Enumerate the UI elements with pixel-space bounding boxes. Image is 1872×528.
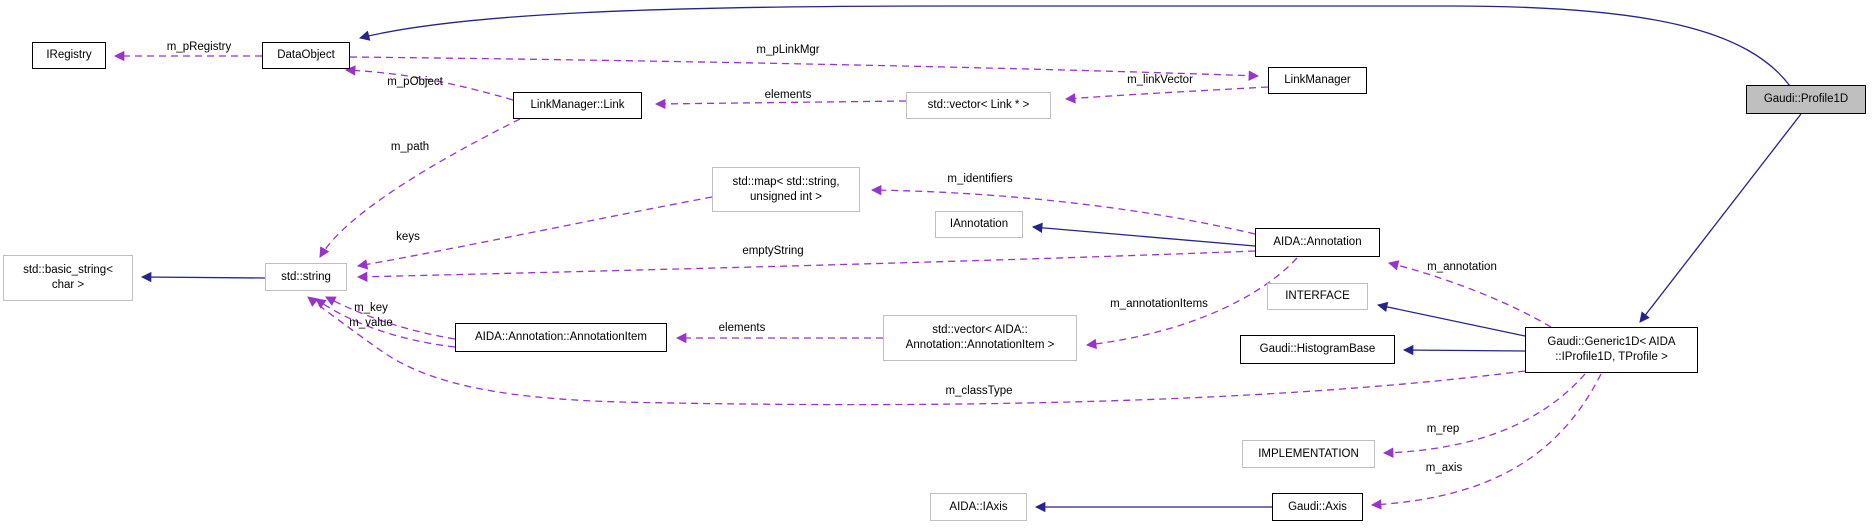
node-label: IRegistry <box>46 49 92 61</box>
node-label: LinkManager <box>1284 74 1351 86</box>
edge-inherit-generic1d-histogrambase <box>1402 344 1526 356</box>
node-label: LinkManager::Link <box>530 99 625 111</box>
node-aida-iaxis[interactable]: AIDA::IAxis <box>930 493 1027 521</box>
node-linkmanager[interactable]: LinkManager <box>1268 67 1367 94</box>
node-gaudi-axis[interactable]: Gaudi::Axis <box>1272 493 1363 521</box>
node-map-string-uint[interactable]: std::map< std::string, unsigned int > <box>712 167 860 212</box>
edge-label-m-classtype: m_classType <box>945 385 1013 397</box>
node-annotation-item[interactable]: AIDA::Annotation::AnnotationItem <box>455 323 667 352</box>
edge-label-m-axis: m_axis <box>1425 462 1463 474</box>
edge-label-emptystring: emptyString <box>742 245 804 257</box>
edge-usage-m-axis <box>1370 373 1602 510</box>
edge-usage-m-identifiers <box>870 184 1256 235</box>
node-label: IMPLEMENTATION <box>1258 447 1359 460</box>
node-label: std::vector< Link * > <box>927 99 1030 111</box>
node-basic-string[interactable]: std::basic_string< char > <box>3 255 133 301</box>
node-interface[interactable]: INTERFACE <box>1267 283 1368 310</box>
node-label: INTERFACE <box>1285 290 1350 302</box>
edge-label-m-linkvector: m_linkVector <box>1127 74 1193 86</box>
edge-label-m-plinkmgr: m_pLinkMgr <box>756 44 820 56</box>
node-label-line1: std::basic_string< <box>23 264 113 276</box>
edge-label-m-annotation: m_annotation <box>1427 261 1497 273</box>
edge-label-elements-item: elements <box>718 322 766 334</box>
edge-usage-elements-link <box>654 98 907 110</box>
edge-label-m-annotationitems: m_annotationItems <box>1110 298 1208 310</box>
node-label: IAnnotation <box>949 218 1009 230</box>
node-label-line1: std::vector< AIDA:: <box>932 324 1028 336</box>
edge-inherit-profile1d-generic1d <box>1639 113 1802 323</box>
node-generic1d[interactable]: Gaudi::Generic1D< AIDA ::IProfile1D, TPr… <box>1525 327 1698 373</box>
node-profile1d[interactable]: Gaudi::Profile1D <box>1746 85 1866 114</box>
edge-label-m-key: m_key <box>354 302 388 314</box>
node-iregistry[interactable]: IRegistry <box>32 42 106 69</box>
node-label: DataObject <box>277 49 335 61</box>
node-label: AIDA::Annotation::AnnotationItem <box>475 331 647 343</box>
edge-usage-emptystring <box>356 250 1256 282</box>
node-linkmanager-link[interactable]: LinkManager::Link <box>513 92 642 119</box>
node-label: std::string <box>281 270 331 283</box>
node-implementation[interactable]: IMPLEMENTATION <box>1242 440 1375 468</box>
edge-inherit-profile1d-dataobject <box>358 5 1791 87</box>
edge-label-m-identifiers: m_identifiers <box>947 173 1013 185</box>
edge-usage-m-rep <box>1382 373 1586 458</box>
edge-label-keys: keys <box>396 231 420 243</box>
node-label: Gaudi::Axis <box>1288 500 1347 513</box>
node-label-line2: unsigned int > <box>750 190 822 203</box>
edge-inherit-annotation-iannotation <box>1031 222 1256 247</box>
node-label-line1: Gaudi::Generic1D< AIDA <box>1547 336 1676 348</box>
node-label: AIDA::IAxis <box>949 500 1008 513</box>
node-vector-link[interactable]: std::vector< Link * > <box>906 92 1051 119</box>
edge-label-m-value: m_value <box>349 317 393 329</box>
node-label-line2: char > <box>51 279 85 291</box>
node-label: AIDA::Annotation <box>1273 236 1362 248</box>
node-dataobject[interactable]: DataObject <box>262 42 350 69</box>
edge-usage-m-plinkmgr <box>349 56 1260 81</box>
edge-label-elements-link: elements <box>764 89 812 101</box>
node-label-line1: std::map< std::string, <box>732 175 840 188</box>
edge-label-m-pregistry: m_pRegistry <box>166 41 232 53</box>
edge-label-m-pobject: m_pObject <box>387 76 443 88</box>
node-aida-annotation[interactable]: AIDA::Annotation <box>1255 228 1380 257</box>
edge-label-m-path: m_path <box>390 141 430 153</box>
node-histogram-base[interactable]: Gaudi::HistogramBase <box>1240 335 1395 364</box>
node-vector-annotation-item[interactable]: std::vector< AIDA:: Annotation::Annotati… <box>883 315 1077 361</box>
node-label-line2: Annotation::AnnotationItem > <box>905 339 1055 351</box>
edge-label-m-rep: m_rep <box>1426 423 1460 435</box>
node-std-string[interactable]: std::string <box>265 263 347 291</box>
edge-inherit-generic1d-interface <box>1376 301 1526 337</box>
node-label: Gaudi::Profile1D <box>1763 93 1849 105</box>
node-label-line2: ::IProfile1D, TProfile > <box>1555 351 1668 363</box>
node-iannotation[interactable]: IAnnotation <box>935 211 1023 238</box>
node-label: Gaudi::HistogramBase <box>1259 343 1376 355</box>
edge-usage-m-linkvector <box>1064 86 1269 104</box>
edge-inherit-string-basicstring <box>140 271 266 283</box>
